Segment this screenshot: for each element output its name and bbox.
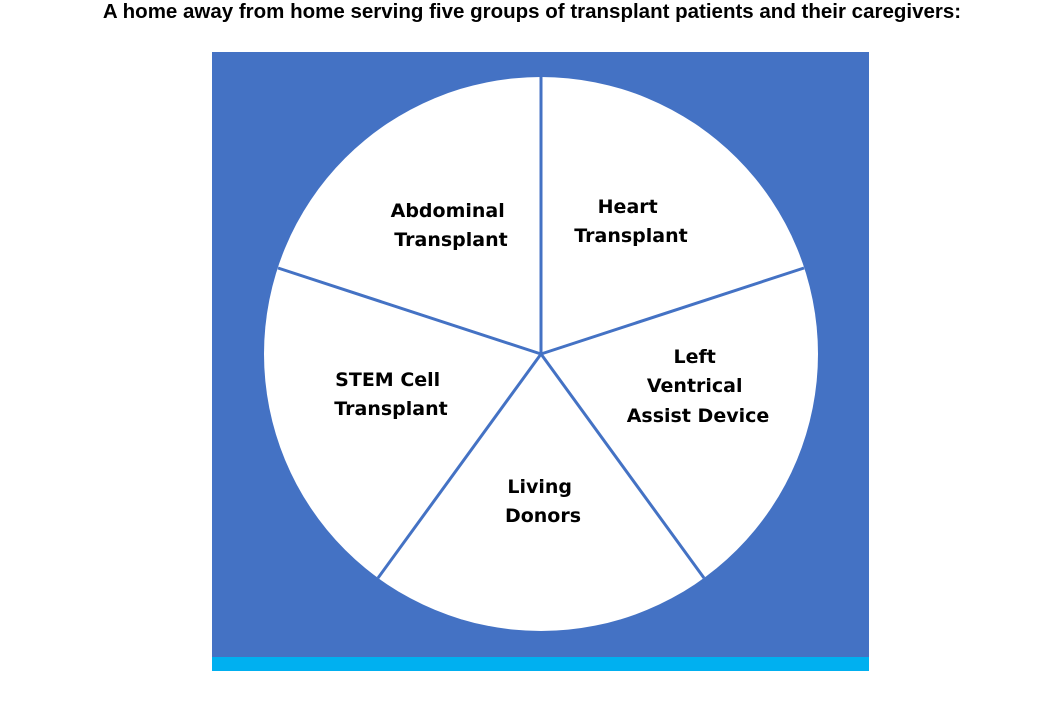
- segment-label-line: Assist Device: [627, 405, 770, 427]
- segment-label-abdominal-transplant: Abdominal Transplant: [391, 200, 512, 251]
- segment-label-line: Transplant: [574, 225, 687, 247]
- divider-line-lower-right: [539, 353, 706, 579]
- divider-line-upper-right: [540, 266, 805, 356]
- segment-label-living-donors: Living Donors: [505, 476, 581, 527]
- segment-label-line: Living: [507, 476, 572, 498]
- segment-label-line: Donors: [505, 505, 581, 527]
- segment-label-line: STEM Cell: [335, 369, 440, 391]
- segment-label-line: Heart: [598, 196, 658, 218]
- segment-dividers: [277, 77, 805, 579]
- segment-label-line: Ventrical: [647, 375, 743, 397]
- divider-line-upper-left: [277, 266, 542, 356]
- headline: A home away from home serving five group…: [102, 0, 962, 23]
- segment-label-left-ventrical-assist-device: Left Ventrical Assist Device: [627, 346, 770, 427]
- accent-bar: [212, 657, 869, 671]
- segment-label-line: Transplant: [334, 398, 447, 420]
- segment-label-line: Left: [674, 346, 716, 368]
- divider-line-lower-left: [376, 353, 543, 579]
- segment-label-heart-transplant: Heart Transplant: [574, 196, 687, 247]
- segment-label-line: Abdominal: [391, 200, 505, 222]
- segment-label-stem-cell-transplant: STEM Cell Transplant: [334, 369, 447, 420]
- segment-label-line: Transplant: [394, 229, 507, 251]
